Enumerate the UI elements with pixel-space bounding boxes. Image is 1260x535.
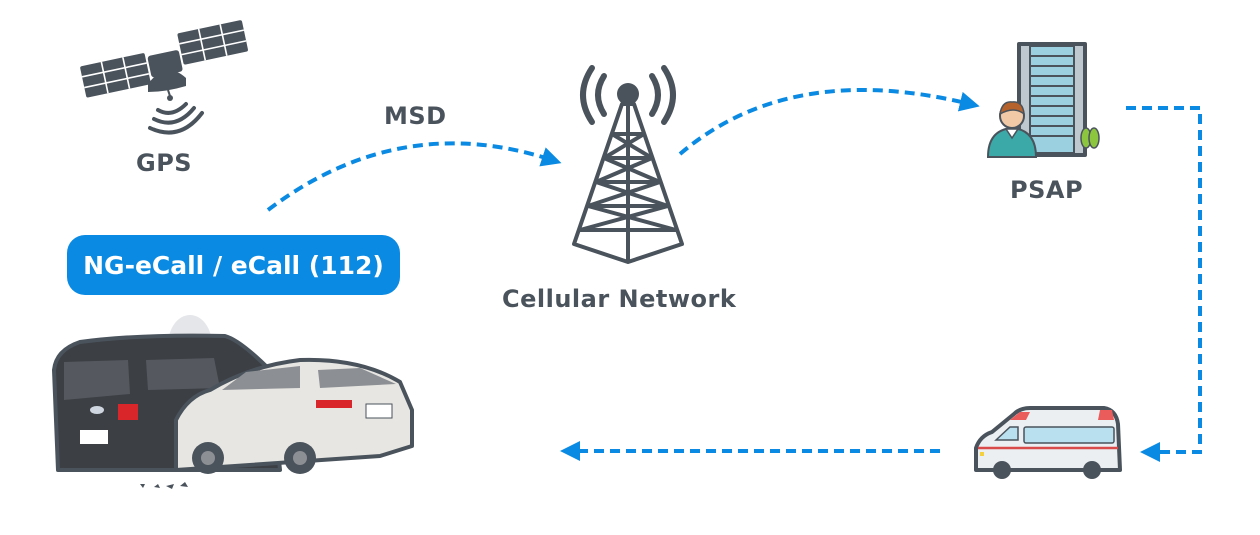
gps-label: GPS — [136, 149, 193, 177]
msd-label: MSD — [384, 102, 447, 130]
psap-building-operator-icon — [986, 42, 1100, 158]
psap-to-ambulance-arrow — [1126, 106, 1202, 462]
network-to-psap-arrow — [678, 88, 980, 156]
msd-arrow — [266, 141, 562, 212]
ecall-badge: NG-eCall / eCall (112) — [67, 235, 400, 295]
cellular-network-label: Cellular Network — [502, 285, 737, 313]
car-crash-icon — [52, 315, 414, 489]
ambulance-icon — [974, 406, 1122, 479]
cell-tower-icon — [572, 65, 684, 264]
psap-label: PSAP — [1010, 176, 1084, 204]
satellite-icon — [80, 20, 248, 135]
